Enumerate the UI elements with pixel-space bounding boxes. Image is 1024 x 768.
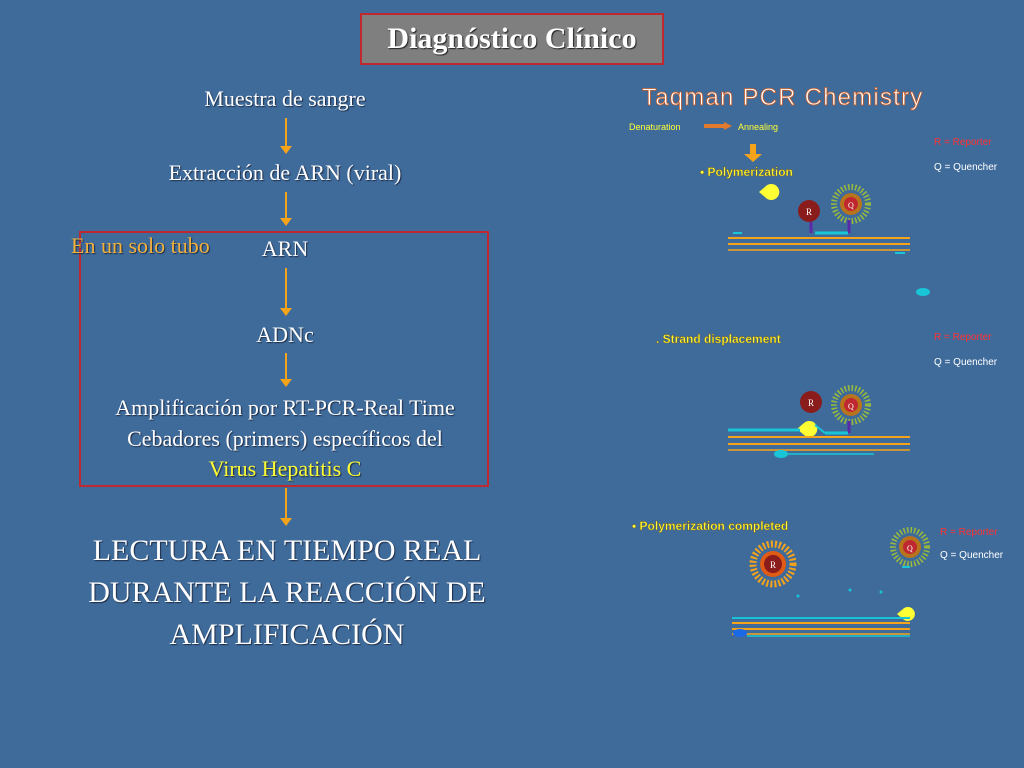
- legend-reporter-2: R = Reporter: [934, 332, 992, 343]
- step-cdna: ADNc: [256, 322, 314, 347]
- step-rna: ARN: [261, 236, 309, 261]
- flow-arrow-5: [280, 488, 292, 526]
- quencher-1-label: Q: [848, 201, 854, 210]
- conclusion-line-3: AMPLIFICACIÓN: [169, 618, 405, 651]
- legend-quencher-2: Q = Quencher: [934, 357, 998, 368]
- taqman-diagram: Taqman PCR Chemistry Denaturation Anneal…: [620, 78, 1024, 648]
- step-amplification: Amplificación por RT-PCR-Real Time: [115, 395, 455, 420]
- down-arrow-shaft: [750, 144, 756, 154]
- stage-strand-displacement: . Strand displacement: [656, 332, 781, 346]
- conclusion-line-1: LECTURA EN TIEMPO REAL: [92, 534, 482, 567]
- slide-title-text: Diagnóstico Clínico: [387, 22, 637, 55]
- reporter-3-label: R: [770, 560, 776, 570]
- quencher-2-label: Q: [848, 402, 854, 411]
- tube-label: En un solo tubo: [71, 233, 210, 258]
- label-annealing: Annealing: [738, 122, 778, 132]
- flow-arrow-1: [280, 118, 292, 154]
- step-virus: Virus Hepatitis C: [208, 456, 362, 481]
- legend-reporter-3: R = Reporter: [940, 527, 998, 538]
- stage-polymerization: • Polymerization: [700, 165, 793, 179]
- legend-quencher-3: Q = Quencher: [940, 550, 1004, 561]
- legend-quencher-1: Q = Quencher: [934, 162, 998, 173]
- step-extraction: Extracción de ARN (viral): [168, 160, 402, 185]
- quencher-3-label: Q: [907, 544, 913, 553]
- stage-polymerization-completed: • Polymerization completed: [632, 519, 788, 533]
- taqman-svg: Taqman PCR Chemistry Denaturation Anneal…: [629, 84, 1004, 637]
- denat-arrow-head: [724, 122, 732, 130]
- label-denaturation: Denaturation: [629, 122, 681, 132]
- reporter-2: [800, 391, 822, 413]
- reporter-1: [798, 200, 820, 222]
- single-tube-box: [79, 231, 489, 487]
- legend-reporter-1: R = Reporter: [934, 137, 992, 148]
- step-sample: Muestra de sangre: [204, 86, 366, 111]
- flow-arrow-4: [280, 353, 292, 387]
- slide-title: Diagnóstico Clínico: [360, 13, 664, 65]
- reporter-1-label: R: [806, 207, 812, 217]
- reporter-2-label: R: [808, 398, 814, 408]
- flow-arrow-3: [280, 268, 292, 316]
- flow-arrow-2: [280, 192, 292, 226]
- polymerase-2: [797, 420, 818, 437]
- taqman-title: Taqman PCR Chemistry: [642, 84, 923, 111]
- conclusion-line-2: DURANTE LA REACCIÓN DE: [88, 576, 486, 609]
- polymerase-1: [759, 184, 780, 200]
- reporter-released-1: [916, 288, 930, 296]
- down-arrow-head: [744, 154, 762, 162]
- step-primers: Cebadores (primers) específicos del: [127, 426, 443, 451]
